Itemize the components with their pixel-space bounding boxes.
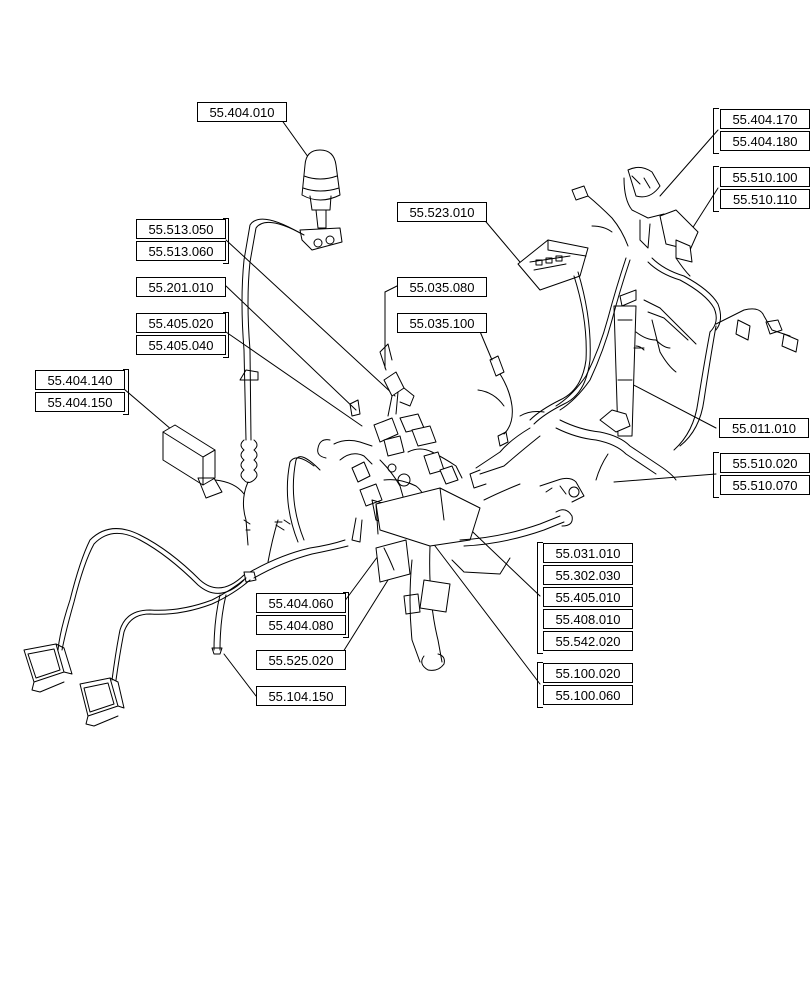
right-harness-drawing <box>539 166 799 503</box>
callout-strip-a[interactable]: 55.513.050 <box>136 219 226 239</box>
display-unit-drawing <box>469 239 591 501</box>
callout-module-b[interactable]: 55.404.150 <box>35 392 125 412</box>
callout-cable[interactable]: 55.104.150 <box>256 686 346 706</box>
bracket-washer <box>713 452 719 498</box>
callout-battery[interactable]: 55.201.010 <box>136 277 226 297</box>
callout-cab-3[interactable]: 55.405.010 <box>543 587 633 607</box>
callout-mirror-a[interactable]: 55.404.170 <box>720 109 810 129</box>
callout-cab-4[interactable]: 55.408.010 <box>543 609 633 629</box>
callout-work-b[interactable]: 55.404.080 <box>256 615 346 635</box>
callout-main-harness[interactable]: 55.011.010 <box>719 418 809 438</box>
beacon-lamp-drawing <box>239 149 343 546</box>
callout-fuse-b[interactable]: 55.405.040 <box>136 335 226 355</box>
callout-fuse-a[interactable]: 55.405.020 <box>136 313 226 333</box>
bracket-mirror <box>713 108 719 154</box>
callout-floor-a[interactable]: 55.100.020 <box>543 663 633 683</box>
module-box-drawing <box>162 424 245 499</box>
callout-cab-2[interactable]: 55.302.030 <box>543 565 633 585</box>
bracket-cab <box>537 542 543 654</box>
callout-ground[interactable]: 55.525.020 <box>256 650 346 670</box>
bracket-floor <box>537 662 543 708</box>
callout-harness-b[interactable]: 55.035.100 <box>397 313 487 333</box>
callout-harness-a[interactable]: 55.035.080 <box>397 277 487 297</box>
callout-module-a[interactable]: 55.404.140 <box>35 370 125 390</box>
callout-washer-a[interactable]: 55.510.020 <box>720 453 810 473</box>
callout-floor-b[interactable]: 55.100.060 <box>543 685 633 705</box>
bracket-wiper <box>713 166 719 212</box>
callout-wiper-a[interactable]: 55.510.100 <box>720 167 810 187</box>
callout-mirror-b[interactable]: 55.404.180 <box>720 131 810 151</box>
callout-cab-5[interactable]: 55.542.020 <box>543 631 633 651</box>
central-harness-drawing <box>275 343 463 543</box>
callout-display[interactable]: 55.523.010 <box>397 202 487 222</box>
callout-wiper-b[interactable]: 55.510.110 <box>720 189 810 209</box>
callout-strip-b[interactable]: 55.513.060 <box>136 241 226 261</box>
callout-washer-b[interactable]: 55.510.070 <box>720 475 810 495</box>
console-column-drawing <box>375 487 573 671</box>
work-lamps-drawing <box>23 519 349 727</box>
callout-work-a[interactable]: 55.404.060 <box>256 593 346 613</box>
callout-beacon[interactable]: 55.404.010 <box>197 102 287 122</box>
callout-cab-1[interactable]: 55.031.010 <box>543 543 633 563</box>
